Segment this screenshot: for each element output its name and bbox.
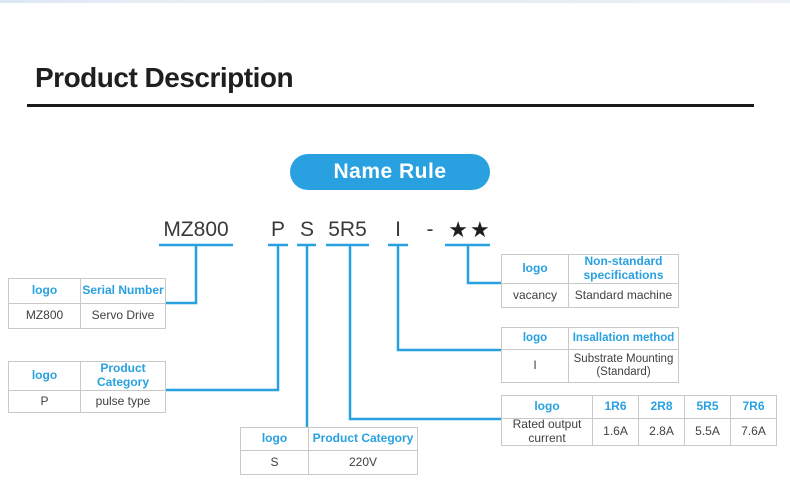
table-header-cell: logo <box>241 428 309 451</box>
serial-number-table: logo Serial Number MZ800 Servo Drive <box>8 278 166 329</box>
table-cell: P <box>9 391 81 413</box>
table-cell: Rated output current <box>502 417 593 446</box>
table-cell: vacancy <box>502 284 569 308</box>
table-header-cell: Product Category <box>309 428 418 451</box>
table-cell: Servo Drive <box>81 304 166 329</box>
table-cell: MZ800 <box>9 304 81 329</box>
code-segment-5r5: 5R5 <box>328 218 367 241</box>
product-category-p-table: logo Product Category P pulse type <box>8 361 166 413</box>
heading-underline <box>27 104 754 107</box>
code-segment-mz800: MZ800 <box>163 218 229 241</box>
code-segment-i: I <box>395 218 401 241</box>
table-header-cell: Serial Number <box>81 279 166 304</box>
code-segment-dash: - <box>426 218 434 241</box>
top-window-edge-strip <box>0 0 790 3</box>
table-cell: S <box>241 451 309 475</box>
name-rule-badge: Name Rule <box>290 154 490 190</box>
table-header-cell: logo <box>9 279 81 304</box>
product-category-s-table: logo Product Category S 220V <box>240 427 418 475</box>
table-header-cell: logo <box>502 328 569 350</box>
connector-mz800 <box>165 245 198 305</box>
connector-p <box>165 245 280 392</box>
table-cell: 7.6A <box>731 419 777 446</box>
connector-i <box>396 245 501 352</box>
table-cell: 5.5A <box>685 419 731 446</box>
table-header-cell: logo <box>502 396 593 419</box>
table-header-cell: logo <box>502 255 569 284</box>
connector-stars <box>466 245 501 285</box>
table-header-cell: Insallation method <box>569 328 679 350</box>
table-header-cell: 5R5 <box>685 396 731 419</box>
table-header-cell: 1R6 <box>593 396 639 419</box>
table-cell: 2.8A <box>639 419 685 446</box>
table-cell: 220V <box>309 451 418 475</box>
rated-output-current-table: logo 1R6 2R8 5R5 7R6 Rated output curren… <box>501 395 777 446</box>
table-cell: pulse type <box>81 391 166 413</box>
installation-method-table: logo Insallation method I Substrate Moun… <box>501 327 679 383</box>
table-cell: Substrate Mounting (Standard) <box>569 350 679 383</box>
table-header-cell: 2R8 <box>639 396 685 419</box>
table-cell: Standard machine <box>569 284 679 308</box>
page-title: Product Description <box>35 62 294 93</box>
code-segment-s: S <box>299 218 314 241</box>
table-header-cell: logo <box>9 362 81 391</box>
code-segment-p: P <box>270 218 285 241</box>
non-standard-spec-table: logo Non-standard specifications vacancy… <box>501 254 679 308</box>
table-header-cell: Non-standard specifications <box>569 254 679 284</box>
table-header-cell: 7R6 <box>731 396 777 419</box>
connector-5r5 <box>348 245 501 421</box>
table-cell: 1.6A <box>593 419 639 446</box>
code-segment-stars: ★★ <box>448 217 492 242</box>
table-header-cell: Product Category <box>81 361 166 391</box>
table-cell: I <box>502 350 569 383</box>
